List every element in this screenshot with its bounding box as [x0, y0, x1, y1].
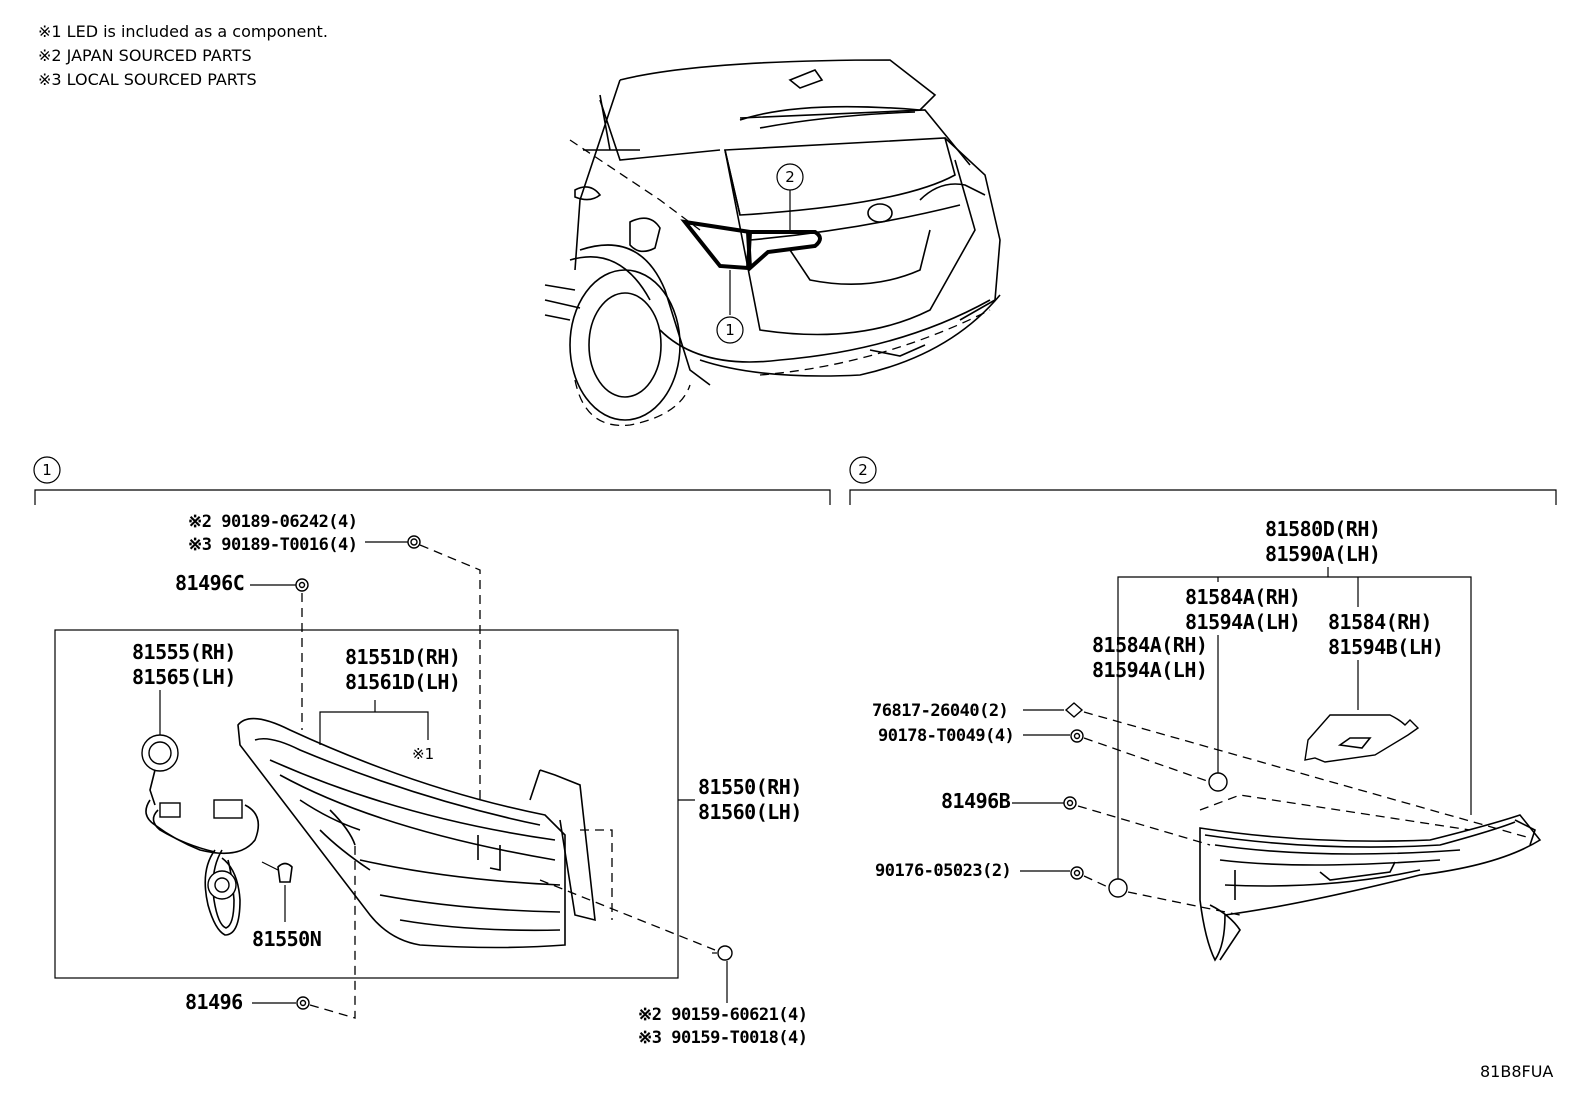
grommet-81496c [295, 578, 309, 592]
section-2-badge [849, 456, 877, 484]
label-unit-rh: 81551D(RH) [345, 645, 460, 669]
grommet-81496b [1063, 796, 1077, 810]
label-clip-local: ※3 90189-T0016(4) [188, 535, 358, 555]
clip-76817 [1064, 702, 1084, 718]
bulb-81550n [261, 861, 293, 883]
section-1-number: 1 [42, 461, 52, 479]
label-gasket-a-rh: 81584A(RH) [1185, 585, 1300, 609]
label-screw-local: ※3 90159-T0018(4) [638, 1028, 808, 1048]
socket-harness [141, 734, 260, 936]
label-socket-rh: 81555(RH) [132, 640, 236, 664]
nut-90178 [1070, 729, 1084, 743]
assembly-box [54, 629, 679, 979]
callout-circle-2 [776, 163, 804, 191]
label-clip-japan: ※2 90189-06242(4) [188, 512, 358, 532]
gasket-c-round [1108, 878, 1128, 898]
callout-number-1: 1 [725, 321, 735, 339]
grommet-81496 [296, 996, 310, 1010]
figure-code: 81B8FUA [1480, 1062, 1553, 1081]
callout-circle-1 [716, 316, 744, 344]
label-gasket-a-lh: 81594A(LH) [1185, 610, 1300, 634]
label-lamp-lh: 81560(LH) [698, 800, 802, 824]
callout-number-2: 2 [785, 168, 795, 186]
label-90176: 90176-05023(2) [875, 861, 1011, 881]
note-japan-sourced: ※2 JAPAN SOURCED PARTS [38, 46, 252, 65]
outer-tail-lamp [237, 717, 596, 949]
label-gasket-b-rh: 81584(RH) [1328, 610, 1432, 634]
section-1-badge [33, 456, 61, 484]
label-assy-rh: 81580D(RH) [1265, 517, 1380, 541]
label-assy-lh: 81590A(LH) [1265, 542, 1380, 566]
label-90178: 90178-T0049(4) [878, 726, 1014, 746]
inner-tail-lamp [1199, 814, 1542, 962]
gasket-a-round [1208, 772, 1228, 792]
section-2-number: 2 [858, 461, 868, 479]
label-gasket-c-rh: 81584A(RH) [1092, 633, 1207, 657]
section-2-inner-lamp: 2 81580D(RH) 81590A(LH) 81584A(RH) 81594… [849, 456, 1557, 962]
note-local-sourced: ※3 LOCAL SOURCED PARTS [38, 70, 257, 89]
section-1-bracket [34, 489, 831, 505]
vehicle-rear-illustration: 2 1 [544, 59, 1001, 427]
label-unit-lh: 81561D(LH) [345, 670, 460, 694]
note-led: ※1 LED is included as a component. [38, 22, 328, 41]
nut-90176 [1070, 866, 1084, 880]
section-2-bracket [849, 489, 1557, 505]
label-81496b: 81496B [941, 789, 1011, 813]
label-81496c: 81496C [175, 571, 244, 595]
label-76817: 76817-26040(2) [872, 701, 1008, 721]
clip-90189 [407, 535, 421, 549]
gasket-81584 [1304, 714, 1420, 763]
label-lamp-rh: 81550(RH) [698, 775, 802, 799]
label-screw-japan: ※2 90159-60621(4) [638, 1005, 808, 1025]
section-1-outer-lamp: 1 ※2 90189-06242(4) ※3 90189-T0016(4) 81… [33, 456, 831, 1048]
label-gasket-b-lh: 81594B(LH) [1328, 635, 1443, 659]
screw-90159 [712, 945, 733, 961]
label-gasket-c-lh: 81594A(LH) [1092, 658, 1207, 682]
label-81496: 81496 [185, 990, 243, 1014]
label-socket-lh: 81565(LH) [132, 665, 236, 689]
label-bulb: 81550N [252, 927, 321, 951]
label-led-note: ※1 [412, 745, 434, 763]
